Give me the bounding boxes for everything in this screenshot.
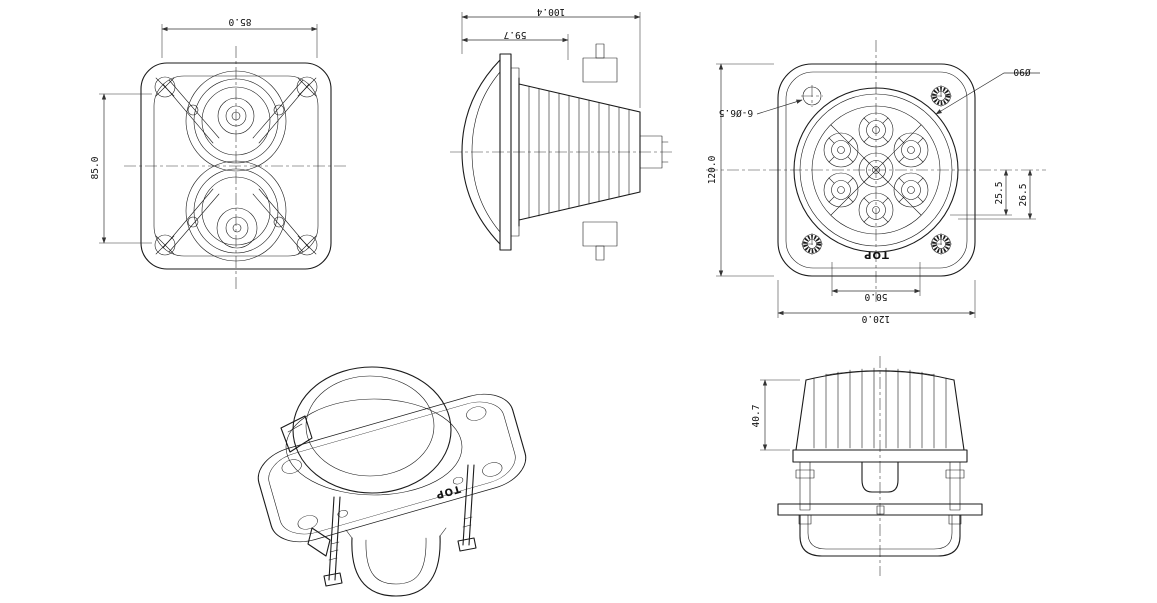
rear-dim-height: 85.0 — [90, 93, 152, 244]
iso-mounting-bolts — [323, 464, 477, 587]
front-corner-holes — [800, 84, 953, 256]
side-dim-lens-label: 59.7 — [504, 29, 527, 40]
iso-flange — [257, 393, 527, 543]
elevation-connector — [861, 461, 899, 493]
iso-u-bracket — [307, 527, 447, 597]
iso-connector — [280, 415, 313, 453]
elevation-center-tab — [876, 505, 885, 515]
elevation-flange — [777, 503, 983, 516]
front-dim-hole-spacing-label: 50.0 — [864, 291, 887, 302]
rear-body-outline — [140, 62, 332, 270]
elevation-body-band — [792, 449, 968, 463]
rear-dim-height-label: 85.0 — [90, 156, 101, 179]
isometric-view: TOP — [257, 366, 527, 597]
front-callout-lens-diameter: Ø90 — [935, 66, 1040, 115]
front-dim-height-label: 120.0 — [707, 155, 718, 184]
rear-corner-screws — [154, 76, 318, 256]
front-dim-height: 120.0 — [707, 63, 774, 277]
front-top-marking: TOP — [863, 249, 889, 260]
side-heatsink — [518, 77, 669, 227]
side-dim-lens: 59.7 — [461, 29, 569, 60]
rear-centerlines — [124, 46, 348, 290]
front-view: TOP 120.0 120.0 50.0 25.5 26.5 — [706, 40, 1046, 324]
rear-dim-width: 85.0 — [161, 16, 318, 58]
front-dim-offset-a: 25.5 — [950, 169, 1012, 216]
front-callout-lens-diameter-label: Ø90 — [1013, 66, 1030, 77]
front-callout-mount-holes-label: 6-Ø6.5 — [719, 107, 753, 118]
side-dim-depth-label: 100.4 — [536, 6, 565, 17]
rear-dim-width-label: 85.0 — [228, 16, 251, 27]
side-elevation-view: 40.7 — [751, 356, 983, 576]
rear-inner-outline — [153, 75, 319, 257]
front-centerlines — [706, 40, 1046, 302]
elevation-bolt-ends — [798, 514, 962, 525]
rear-diagonal-ribs — [162, 79, 310, 253]
elevation-dim-fin-height-label: 40.7 — [751, 405, 762, 428]
front-flange-inner — [785, 71, 968, 269]
iso-lens-dome — [285, 366, 463, 496]
elevation-lens — [799, 514, 961, 557]
front-dim-width-label: 120.0 — [861, 313, 890, 324]
side-dim-depth: 100.4 — [461, 6, 641, 108]
front-dim-offset-b-label: 26.5 — [1018, 184, 1029, 207]
side-lens-outer — [461, 59, 501, 245]
front-flange-outline — [777, 63, 976, 277]
elevation-bolts — [795, 461, 965, 511]
elevation-dim-fin-height: 40.7 — [751, 379, 800, 451]
front-dim-offset-a-label: 25.5 — [994, 182, 1005, 205]
front-lamp-face — [793, 87, 959, 253]
elevation-heatsink-fins — [795, 367, 965, 451]
front-callout-mount-holes: 6-Ø6.5 — [719, 99, 803, 118]
iso-top-marking: TOP — [434, 483, 462, 501]
front-dim-hole-spacing: 50.0 — [831, 262, 921, 302]
front-dim-offset-b: 26.5 — [958, 169, 1036, 220]
rear-view: 85.0 85.0 — [90, 16, 348, 290]
front-dim-width: 120.0 — [777, 280, 976, 324]
side-lens-inner — [471, 71, 501, 233]
side-view: 100.4 59.7 — [450, 6, 674, 261]
side-mounting-tabs — [582, 43, 618, 261]
